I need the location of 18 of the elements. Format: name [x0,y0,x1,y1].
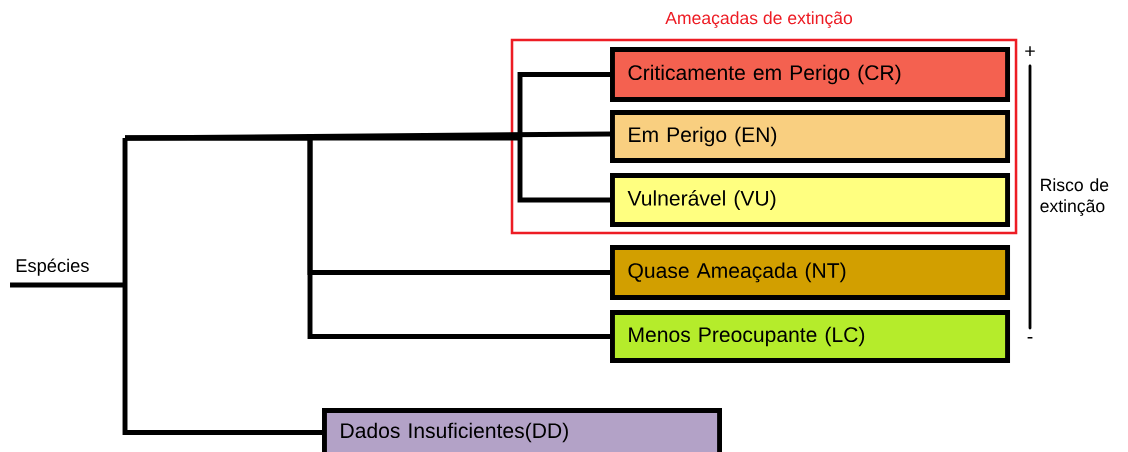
category-box: Quase Ameaçada (NT) [610,245,1011,300]
tree-line [517,69,610,138]
tree-line [517,138,610,203]
tree-line [122,138,128,285]
category-box: Em Perigo (EN) [610,110,1011,163]
tree-line [122,285,322,435]
category-box: Vulnerável (VU) [610,173,1011,227]
category-box: Criticamente em Perigo (CR) [610,47,1011,102]
scale-label: Risco de extinção [1040,178,1109,216]
node-label: Ameaçadas de extinção [665,11,853,28]
tree-line [125,135,310,141]
category-box: Dados Insuficientes(DD) [322,408,723,452]
category-box: Menos Preocupante (LC) [610,310,1011,363]
scale-end-label: + [1025,46,1035,56]
tree-line [307,138,610,339]
tree-line [10,282,125,288]
root-label: Espécies [16,258,89,276]
scale-end-label: - [1027,337,1033,339]
